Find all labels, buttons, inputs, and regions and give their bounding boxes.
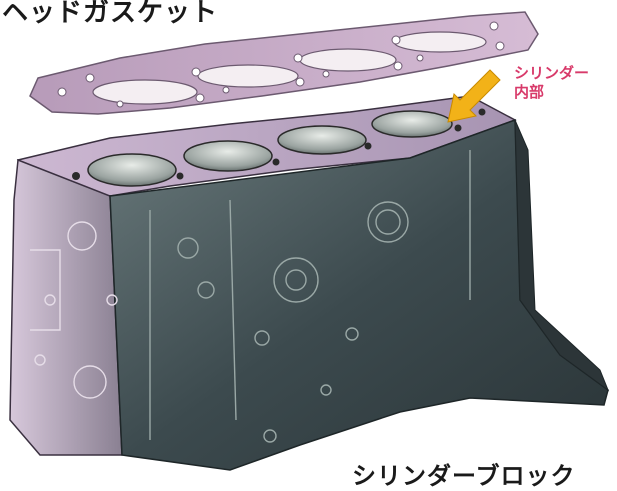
cylinder-block (9, 95, 610, 471)
cylinder-interior-label-line1: シリンダー (514, 64, 590, 82)
cylinder-block-label: シリンダーブロック (352, 462, 576, 490)
callout-arrow-icon (447, 69, 501, 123)
head-gasket-label: ヘッドガスケット (2, 0, 219, 28)
cylinder-interior-label: シリンダー 内部 (514, 64, 589, 102)
head-gasket (29, 11, 539, 115)
cylinder-interior-label-line2: 内部 (514, 83, 545, 101)
engine-illustration (9, 11, 610, 471)
